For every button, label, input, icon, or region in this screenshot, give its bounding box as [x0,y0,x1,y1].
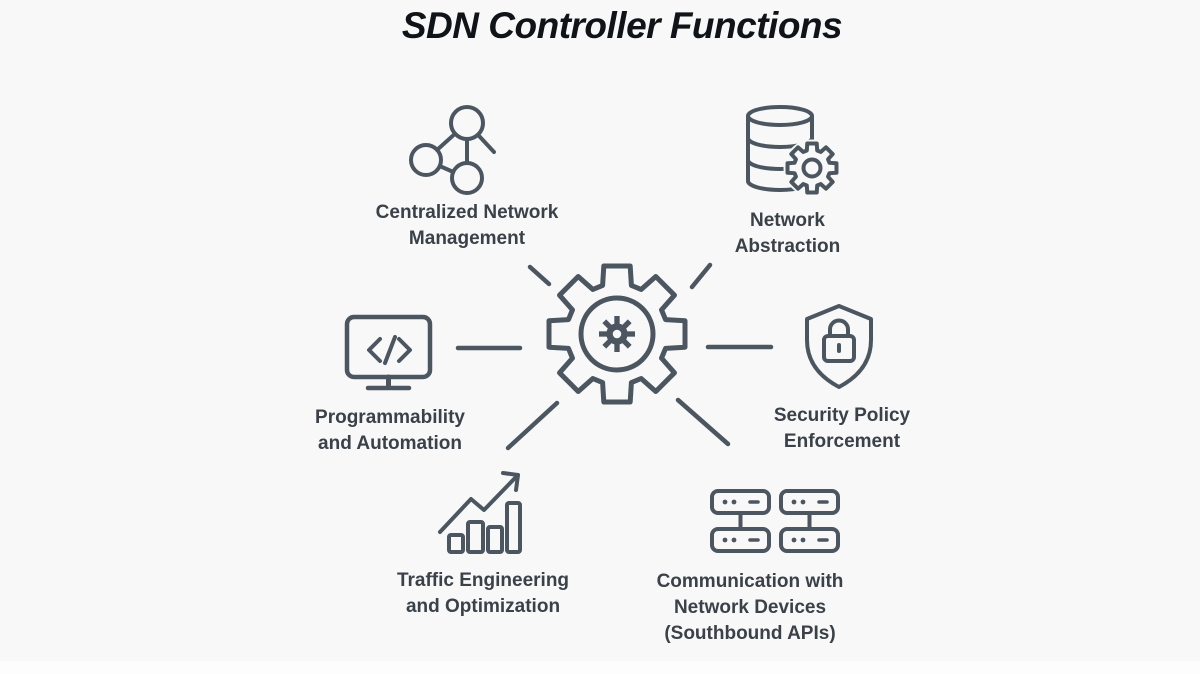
node-communication-with-network-devices: Communication with Network Devices (Sout… [620,485,880,647]
node-traffic-engineering-and-optimization: Traffic Engineering and Optimization [360,465,606,620]
node-label: Network Abstraction [734,210,841,257]
node-security-policy-enforcement: Security Policy Enforcement [732,300,952,455]
network-nodes-icon [409,105,496,195]
bottom-margin [0,661,1200,674]
node-centralized-network-management: Centralized Network Management [330,100,604,252]
node-label: Security Policy Enforcement [773,405,911,452]
gear-icon [537,254,697,414]
shield-lock-icon [805,304,873,389]
node-label: Communication with Network Devices (Sout… [656,571,844,644]
connector-top-left [527,264,552,287]
growth-chart-icon [438,471,522,554]
node-label: Programmability and Automation [315,407,465,454]
database-gear-icon [746,105,841,197]
node-network-abstraction: Network Abstraction [690,103,885,260]
node-programmability-and-automation: Programmability and Automation [280,310,500,457]
mini-gear [599,316,635,352]
node-label: Traffic Engineering and Optimization [396,570,570,617]
node-label: Centralized Network Management [375,202,559,249]
page-title: SDN Controller Functions [401,5,843,46]
connector-top-right [689,262,713,290]
connector-bottom-right [675,397,731,447]
code-monitor-icon [344,314,433,391]
connector-bottom-left [505,400,560,451]
network-servers-icon [710,489,840,553]
